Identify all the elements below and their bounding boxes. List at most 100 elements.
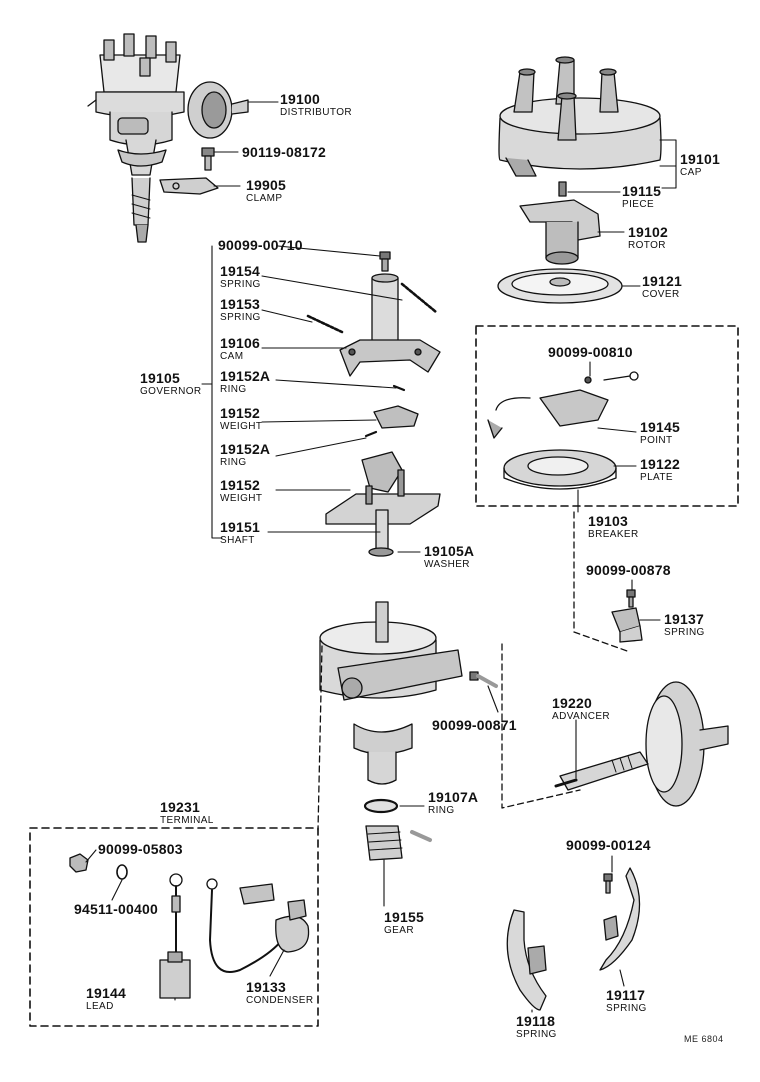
part-number: 90099-00124	[566, 837, 651, 853]
bolt-90119-drawing	[201, 147, 215, 171]
label-breaker: 19103 BREAKER	[588, 514, 639, 540]
label-ring-19152a-upper: 19152A RING	[220, 369, 270, 395]
part-number: 19152	[220, 477, 260, 493]
part-number: 19106	[220, 335, 260, 351]
label-ring-19107a: 19107A RING	[428, 790, 478, 816]
part-number: 19905	[246, 177, 286, 193]
part-number: 19121	[642, 273, 682, 289]
housing-drawing	[319, 601, 463, 785]
part-number: 19137	[664, 611, 704, 627]
part-name: TERMINAL	[160, 815, 214, 826]
label-weight-upper: 19152 WEIGHT	[220, 406, 262, 432]
part-name: GOVERNOR	[140, 386, 202, 397]
part-number: 19105	[140, 370, 180, 386]
part-name: SPRING	[220, 312, 261, 323]
part-number: 19152A	[220, 368, 271, 384]
spring-19117-drawing	[599, 867, 641, 971]
label-cover: 19121 COVER	[642, 274, 682, 300]
condenser-drawing	[206, 878, 310, 973]
part-number: 90099-05803	[98, 841, 183, 857]
label-shaft: 19151 SHAFT	[220, 520, 260, 546]
lead-drawing	[159, 873, 191, 999]
label-spring-19137: 19137 SPRING	[664, 612, 705, 638]
part-number: 90119-08172	[242, 144, 326, 160]
link-line-housing-advancer	[501, 643, 581, 809]
clamp-drawing	[159, 177, 219, 195]
rotor-drawing	[519, 199, 601, 265]
part-name: BREAKER	[588, 529, 639, 540]
advancer-drawing	[554, 681, 729, 807]
label-piece: 19115 PIECE	[622, 184, 661, 210]
part-name: PLATE	[640, 472, 673, 483]
governor-parts-drawing	[306, 251, 441, 551]
label-plate: 19122 PLATE	[640, 457, 680, 483]
part-number: 19154	[220, 263, 260, 279]
label-bolt-00124: 90099-00124	[566, 838, 651, 852]
part-number: 19155	[384, 909, 424, 925]
part-number: 19153	[220, 296, 260, 312]
gear-drawing	[365, 825, 432, 861]
footer-code: ME 6804	[684, 1034, 724, 1044]
washer-drawing	[368, 547, 394, 557]
label-point: 19145 POINT	[640, 420, 680, 446]
part-name: WASHER	[424, 559, 470, 570]
washer-00400-drawing	[116, 864, 128, 880]
part-name: CONDENSER	[246, 995, 314, 1006]
part-number: 90099-00871	[432, 717, 517, 733]
label-lead: 19144 LEAD	[86, 986, 126, 1012]
part-name: SPRING	[516, 1029, 557, 1040]
label-ring-19152a-lower: 19152A RING	[220, 442, 270, 468]
bolt-00124-drawing	[603, 873, 613, 894]
label-washer-00400: 94511-00400	[74, 902, 158, 916]
label-distributor: 19100 DISTRIBUTOR	[280, 92, 352, 118]
part-number: 19107A	[428, 789, 479, 805]
label-spring-19154: 19154 SPRING	[220, 264, 261, 290]
label-bolt-00871: 90099-00871	[432, 718, 517, 732]
part-name: PIECE	[622, 199, 655, 210]
part-number: 19152	[220, 405, 260, 421]
label-nut-05803: 90099-05803	[98, 842, 183, 856]
leader-lines	[85, 101, 677, 1013]
distributor-assembly-drawing	[87, 33, 249, 243]
label-governor: 19105 GOVERNOR	[140, 371, 202, 397]
spring-19137-drawing	[611, 607, 643, 643]
part-number: 19117	[606, 987, 646, 1003]
cap-drawing	[498, 56, 662, 177]
label-spring-19118: 19118 SPRING	[516, 1014, 557, 1040]
part-name: COVER	[642, 289, 680, 300]
label-bolt-90119: 90119-08172	[242, 145, 326, 159]
label-advancer: 19220 ADVANCER	[552, 696, 610, 722]
point-drawing	[487, 371, 639, 439]
part-name: POINT	[640, 435, 673, 446]
part-number: 19103	[588, 513, 628, 529]
part-name: RING	[220, 384, 247, 395]
part-number: 19122	[640, 456, 680, 472]
label-spring-19117: 19117 SPRING	[606, 988, 647, 1014]
plate-drawing	[503, 449, 617, 490]
label-cam: 19106 CAM	[220, 336, 260, 362]
part-name: SPRING	[606, 1003, 647, 1014]
part-number: 90099-00810	[548, 344, 633, 360]
part-number: 19133	[246, 979, 286, 995]
terminal-group-outline	[29, 827, 319, 1027]
part-number: 19152A	[220, 441, 271, 457]
label-spring-19153: 19153 SPRING	[220, 297, 261, 323]
spring-19118-drawing	[506, 909, 547, 1011]
part-name: RING	[220, 457, 247, 468]
part-number: 19101	[680, 151, 720, 167]
link-line-housing-terminal	[317, 645, 323, 831]
part-name: SPRING	[220, 279, 261, 290]
breaker-group-outline	[475, 325, 739, 507]
part-name: SPRING	[664, 627, 705, 638]
part-number: 19145	[640, 419, 680, 435]
part-number: 90099-00710	[218, 237, 303, 253]
bolt-00878-drawing	[626, 589, 636, 608]
part-number: 19115	[622, 183, 662, 199]
part-name: CLAMP	[246, 193, 283, 204]
part-name: WEIGHT	[220, 493, 263, 504]
link-line-breaker-spring	[573, 511, 631, 653]
bolt-00871-drawing	[469, 671, 498, 688]
part-number: 19151	[220, 519, 260, 535]
part-name: RING	[428, 805, 455, 816]
